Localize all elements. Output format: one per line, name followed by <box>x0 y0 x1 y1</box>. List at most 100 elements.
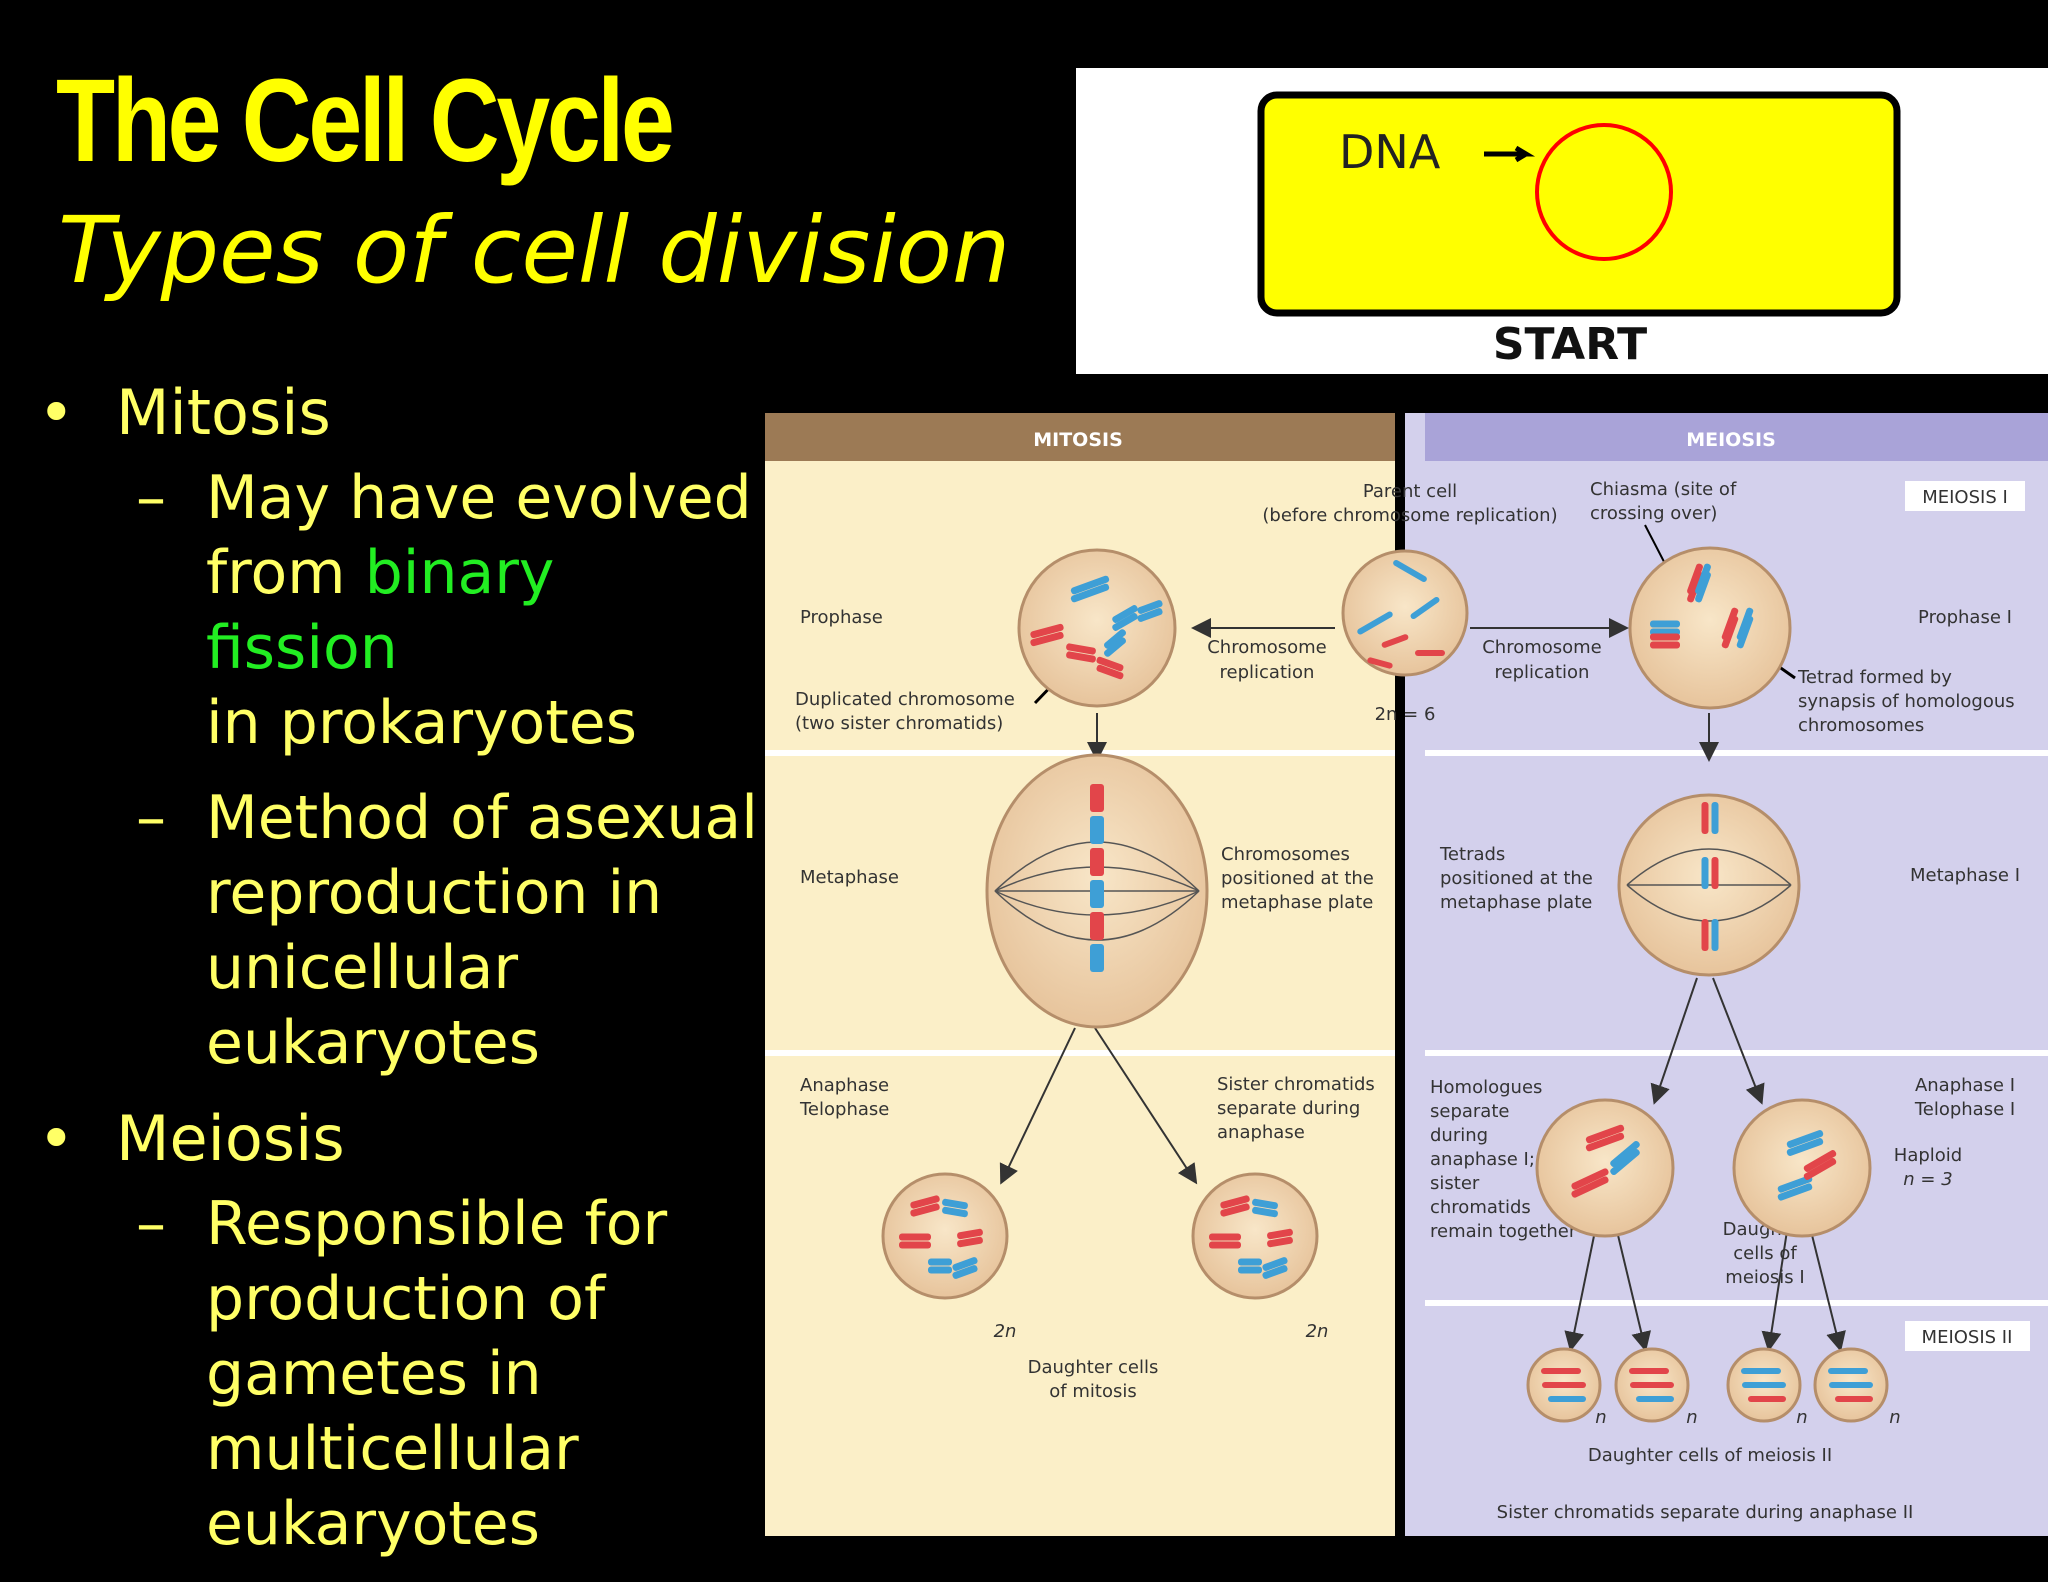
cell-prophase-1 <box>1628 546 1792 710</box>
chrom-rep-right: Chromosome <box>1482 637 1602 658</box>
chromosome <box>1803 1150 1837 1172</box>
chromosome <box>1777 1183 1813 1201</box>
chromosome <box>1252 1206 1278 1218</box>
chromosome <box>942 1206 968 1218</box>
sub-bullet-line: multicellular <box>206 1414 579 1484</box>
mitosis-header: MITOSIS <box>1033 429 1123 451</box>
chrom-pos-label-2: positioned at the <box>1221 868 1374 889</box>
animation-panel: DNA START <box>1076 68 2048 374</box>
cell-daughter-meiosis1 <box>1732 1098 1872 1238</box>
chromosome <box>928 1258 952 1266</box>
sub-bullet-line: gametes in <box>206 1339 542 1409</box>
parent-cell-label: Parent cell <box>1363 481 1457 502</box>
sub-bullet-line: eukaryotes <box>206 1489 540 1559</box>
tetrad-label: Tetrad formed by <box>1797 667 1952 688</box>
chromosome <box>1090 784 1104 812</box>
chromosome <box>1367 657 1393 669</box>
label-metaphase-1: Metaphase I <box>1910 865 2020 886</box>
dna-label: DNA <box>1339 125 1441 179</box>
chromosome <box>957 1236 983 1248</box>
label-anaphase-1: Anaphase I <box>1915 1075 2015 1096</box>
arrow-meiosis1-left <box>1650 977 1698 1105</box>
dash-glyph: – <box>136 463 166 533</box>
daughter-mei1-label-2: cells of <box>1733 1243 1797 1264</box>
chromosome <box>1571 1168 1609 1190</box>
homologues-label-2: separate <box>1430 1101 1509 1122</box>
sub-bullet-line: unicellular <box>206 933 519 1003</box>
chromosome <box>1701 927 1709 951</box>
chromosome <box>1090 816 1104 844</box>
arrow-meiosis1-right <box>1712 977 1765 1105</box>
sub-bullet-line: Method of asexual <box>206 783 758 853</box>
chromosome <box>1650 633 1680 641</box>
slide-subtitle: Types of cell division <box>58 197 1011 304</box>
haploid-label: Haploid <box>1894 1145 1962 1166</box>
homologues-label: Homologues <box>1430 1077 1542 1098</box>
chromosome <box>1585 1124 1625 1144</box>
mitosis-meiosis-diagram: MITOSIS MEIOSIS MEIOSIS I MEIOSIS II Pro… <box>765 413 2048 1536</box>
label-metaphase: Metaphase <box>800 867 899 888</box>
sub-bullet-line: production of <box>206 1264 606 1334</box>
sub-bullet-gametes: – Responsible for production of gametes … <box>38 1187 758 1562</box>
chromosome <box>1610 1140 1640 1168</box>
cell-daughter-meiosis1 <box>1535 1098 1675 1238</box>
chromosome <box>1629 1368 1669 1374</box>
chromosome <box>928 1266 952 1274</box>
haploid-n-label: n = 3 <box>1903 1169 1952 1190</box>
chromosome <box>1066 651 1096 663</box>
chromosome <box>1220 1203 1250 1217</box>
daughter-mit-label-2: of mitosis <box>1049 1381 1136 1402</box>
chromosome <box>1090 912 1104 940</box>
chromosome <box>942 1198 968 1210</box>
chromosome <box>1096 664 1124 680</box>
meiosis-header-bar <box>1425 413 2048 461</box>
chromosome <box>1829 1382 1873 1388</box>
dna-arrow-icon <box>1484 145 1536 163</box>
chromosome <box>1137 600 1163 614</box>
chromosome <box>1786 1130 1824 1148</box>
chromosome <box>1381 634 1409 648</box>
chromosome <box>957 1228 983 1240</box>
start-label: START <box>1493 319 1647 370</box>
chromosome <box>1238 1266 1262 1274</box>
homologues-label-4: anaphase I; <box>1430 1149 1535 1170</box>
tetrads-pos-label-2: positioned at the <box>1440 868 1593 889</box>
label-anaphase: Anaphase <box>800 1075 889 1096</box>
chromosome <box>1393 560 1427 582</box>
homologues-label-5: sister <box>1430 1173 1480 1194</box>
sub-bullet-line: from <box>206 538 365 608</box>
arrow-meiosis2-d <box>1810 1230 1846 1352</box>
daughter-mit-label: Daughter cells <box>1028 1357 1159 1378</box>
chromosome <box>1711 927 1719 951</box>
chromosome <box>1828 1368 1868 1374</box>
chromosome <box>1096 656 1124 672</box>
label-prophase-1: Prophase I <box>1918 607 2012 628</box>
sister-sep-ii-label: Sister chromatids separate during anapha… <box>1497 1502 1914 1523</box>
chromosome <box>1541 1368 1581 1374</box>
meiosis-header: MEIOSIS <box>1686 429 1776 451</box>
homologues-label-7: remain together <box>1430 1221 1577 1242</box>
mitosis-header-bar <box>765 413 1395 461</box>
animation-graphic: DNA START <box>1257 91 1901 370</box>
bullet-meiosis-label: Meiosis <box>116 1102 345 1175</box>
tetrad-label-3: chromosomes <box>1798 715 1924 736</box>
sister-sep-label: Sister chromatids <box>1217 1074 1375 1095</box>
chromosome <box>1701 865 1709 889</box>
chromosome <box>1209 1233 1241 1241</box>
dup-chrom-sub: (two sister chromatids) <box>795 713 1003 734</box>
chromosome <box>1030 623 1064 639</box>
sub-bullet-line: May have evolved <box>206 463 752 533</box>
bullet-glyph: • <box>38 1102 75 1175</box>
sub-bullet-line: in prokaryotes <box>206 688 637 758</box>
chrom-pos-label: Chromosomes <box>1221 844 1350 865</box>
chromosome <box>1650 641 1680 649</box>
sub-bullet-asexual: – Method of asexual reproduction in unic… <box>38 781 758 1081</box>
chromosome <box>1711 810 1719 834</box>
chromosome <box>1695 571 1711 603</box>
meiosis2-tag-bg <box>1905 1321 2030 1351</box>
sub-bullet-line: Responsible for <box>206 1189 668 1259</box>
chromosome <box>1630 1382 1674 1388</box>
chromosome <box>1585 1132 1625 1152</box>
chromosome <box>910 1203 940 1217</box>
chromosome <box>1748 1396 1786 1402</box>
